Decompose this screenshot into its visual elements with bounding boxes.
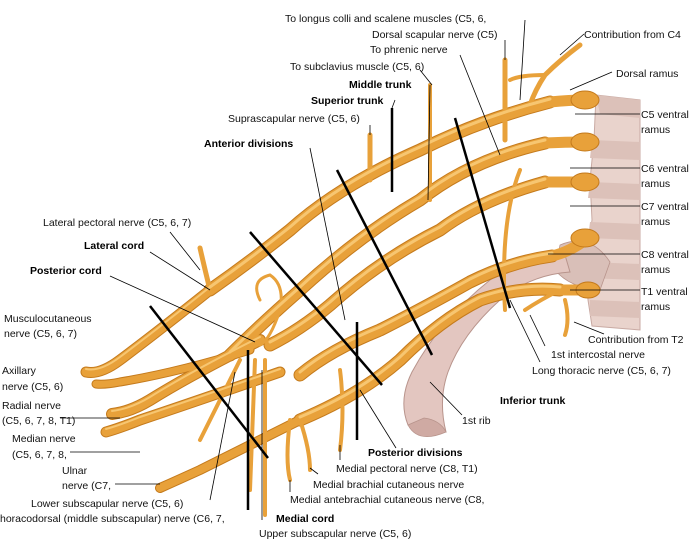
label-thoracodorsal: horacodorsal (middle subscapular) nerve … <box>0 513 225 525</box>
lateral-pectoral-nerve <box>197 245 213 293</box>
label-suprascapular: Suprascapular nerve (C5, 6) <box>228 113 360 125</box>
label-medial-brachial: Medial brachial cutaneous nerve <box>313 479 464 491</box>
pectoral-loop <box>255 273 283 347</box>
label-first-intercostal: 1st intercostal nerve <box>551 349 645 361</box>
phrenic-branch <box>508 73 547 82</box>
medial-brachial-cutaneous-nerve <box>298 418 312 472</box>
label-c6-ramus: ramus <box>641 178 670 190</box>
label-longus-colli: To longus colli and scalene muscles (C5,… <box>285 13 486 25</box>
first-rib <box>403 254 571 438</box>
label-dorsal-scapular: Dorsal scapular nerve (C5) <box>372 29 497 41</box>
label-medial-antebrachial: Medial antebrachial cutaneous nerve (C8, <box>290 494 484 506</box>
label-radial-2: (C5, 6, 7, 8, T1) <box>2 415 75 427</box>
leader-lines <box>60 19 640 520</box>
inferior-trunk <box>294 250 558 381</box>
label-ulnar-2: nerve (C7, <box>62 480 111 492</box>
label-lateral-pectoral: Lateral pectoral nerve (C5, 6, 7) <box>43 217 191 229</box>
label-phrenic: To phrenic nerve <box>370 44 448 56</box>
median-nerve <box>101 367 285 437</box>
thoracodorsal-nerve <box>248 358 257 492</box>
first-intercostal-nerve <box>523 288 562 312</box>
label-c7-ventral: C7 ventral <box>641 201 689 213</box>
label-contribution-c4: Contribution from C4 <box>584 29 681 41</box>
label-lateral-cord: Lateral cord <box>84 240 144 252</box>
label-t1-ventral: T1 ventral <box>641 286 688 298</box>
division-markers <box>149 108 512 510</box>
label-c5-ramus: ramus <box>641 124 670 136</box>
medial-pectoral-nerve <box>338 368 345 452</box>
label-medial-cord: Medial cord <box>276 513 334 525</box>
label-c7-ramus: ramus <box>641 216 670 228</box>
posterior-division <box>264 176 551 351</box>
label-axillary-1: Axillary <box>2 365 37 377</box>
label-middle-trunk: Middle trunk <box>349 79 412 91</box>
labels: To longus colli and scalene muscles (C5,… <box>0 13 689 540</box>
label-subclavius: To subclavius muscle (C5, 6) <box>290 61 424 73</box>
label-inferior-trunk: Inferior trunk <box>500 395 565 407</box>
label-posterior-divisions: Posterior divisions <box>368 447 463 459</box>
label-c8-ventral: C8 ventral <box>641 249 689 261</box>
label-long-thoracic: Long thoracic nerve (C5, 6, 7) <box>532 365 671 377</box>
label-median-1: Median nerve <box>12 433 76 445</box>
label-t1-ramus: ramus <box>641 301 670 313</box>
label-superior-trunk: Superior trunk <box>311 95 384 107</box>
label-radial-1: Radial nerve <box>2 400 61 412</box>
lower-subscapular-nerve <box>198 358 242 442</box>
label-anterior-divisions: Anterior divisions <box>204 138 293 150</box>
vertebral-column <box>554 94 641 331</box>
label-c6-ventral: C6 ventral <box>641 163 689 175</box>
label-musculocutaneous-1: Musculocutaneous <box>4 313 92 325</box>
label-median-2: (C5, 6, 7, 8, <box>12 449 67 461</box>
label-posterior-cord: Posterior cord <box>30 265 102 277</box>
nerves <box>81 42 596 517</box>
label-musculocutaneous-2: nerve (C5, 6, 7) <box>4 328 77 340</box>
label-lower-subscapular: Lower subscapular nerve (C5, 6) <box>31 498 183 510</box>
contribution-t2 <box>563 298 570 337</box>
label-medial-pectoral: Medial pectoral nerve (C8, T1) <box>336 463 478 475</box>
label-ulnar-1: Ulnar <box>62 465 88 477</box>
nerve-highlights <box>85 97 562 430</box>
label-upper-subscapular: Upper subscapular nerve (C5, 6) <box>259 528 411 540</box>
label-c5-ventral: C5 ventral <box>641 109 689 121</box>
label-contribution-t2: Contribution from T2 <box>588 334 684 346</box>
medial-cord <box>294 283 566 426</box>
label-first-rib: 1st rib <box>462 415 491 427</box>
medial-antebrachial-cutaneous-nerve <box>285 418 292 482</box>
superior-trunk <box>204 96 556 296</box>
ulnar-nerve <box>156 416 304 492</box>
label-c8-ramus: ramus <box>641 264 670 276</box>
label-axillary-2: nerve (C5, 6) <box>2 381 63 393</box>
label-dorsal-ramus: Dorsal ramus <box>616 68 678 80</box>
